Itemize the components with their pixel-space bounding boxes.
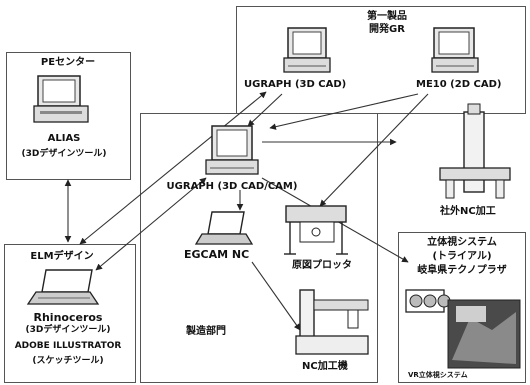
arrow-ugraph3d-to-cadcam (247, 93, 283, 127)
first-dept-label-line1: 第一製品 (367, 11, 407, 22)
vr-label-line2: (トライアル) (432, 251, 492, 262)
external-nc-label: 社外NC加工 (440, 206, 496, 217)
adobe-label: ADOBE ILLUSTRATOR (14, 341, 122, 351)
manufacturing-label: 製造部門 (186, 326, 226, 337)
nc-machine-label: NC加工機 (302, 361, 348, 372)
me10-label: ME10 (2D CAD) (416, 79, 502, 90)
external-nc-machine-icon (439, 103, 511, 199)
rhino-sub-label: (3Dデザインツール) (25, 325, 111, 335)
ugraph-cadcam-label: UGRAPH (3D CAD/CAM) (166, 181, 298, 192)
ugraph-cadcam-computer-icon (205, 125, 259, 175)
alias-sub-label: (3Dデザインツール) (21, 149, 107, 159)
ugraph-3dcad-computer-icon (283, 27, 331, 73)
me10-computer-icon (431, 27, 479, 73)
ugraph-3dcad-label: UGRAPH (3D CAD) (244, 79, 347, 90)
nc-machine-icon (295, 289, 369, 355)
rhinoceros-laptop-icon (26, 269, 100, 305)
alias-computer-icon (33, 75, 89, 123)
plotter-label: 原図プロッタ (292, 260, 352, 271)
adobe-sub-label: (スケッチツール) (32, 356, 104, 366)
arrow-cadcam-to-rhino (95, 177, 207, 271)
arrow-me10-to-plotter (319, 93, 429, 207)
first-dept-label-line2: 開発GR (369, 24, 405, 35)
arrow-egcam-to-nc (251, 261, 301, 331)
elm-design-label: ELMデザイン (30, 251, 94, 262)
arrow-me10-to-cadcam (269, 93, 419, 130)
vr-caption: VR立体視システム (408, 371, 468, 379)
egcam-label: EGCAM NC (184, 248, 250, 261)
rhinoceros-label: Rhinoceros (33, 311, 103, 324)
alias-label: ALIAS (47, 133, 81, 144)
vr-label-line3: 岐阜県テクノプラザ (417, 265, 507, 276)
pe-center-label: PEセンター (40, 57, 96, 68)
vr-label-line1: 立体視システム (427, 237, 497, 248)
vr-system-illustration (405, 289, 521, 369)
plotter-icon (284, 205, 348, 255)
egcam-laptop-icon (194, 211, 254, 245)
